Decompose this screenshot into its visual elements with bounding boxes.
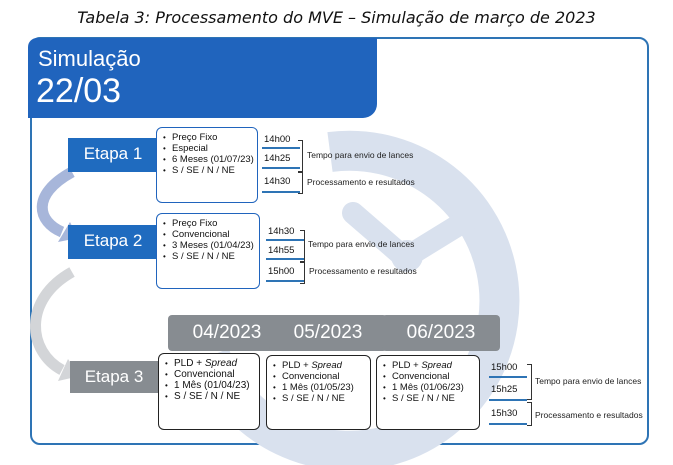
processing-label: Processamento e resultados xyxy=(535,410,643,420)
table-caption: Tabela 3: Processamento do MVE – Simulaç… xyxy=(77,8,596,27)
brace xyxy=(527,364,532,400)
month-06-details: PLD + Spread Convencional 1 Mês (01/06/2… xyxy=(376,355,480,430)
brace xyxy=(298,172,303,194)
bid-time-label: Tempo para envio de lances xyxy=(307,150,414,160)
month-05-item: Convencional xyxy=(273,371,370,382)
time-underline xyxy=(489,376,527,378)
time-underline xyxy=(266,280,304,282)
stage-1-time-result: 14h30 xyxy=(264,176,291,187)
flow-arrow-1-2 xyxy=(36,167,75,238)
bid-time-label: Tempo para envio de lances xyxy=(535,376,642,386)
bid-time-label: Tempo para envio de lances xyxy=(308,239,415,249)
month-04-item: PLD + Spread xyxy=(165,358,259,369)
time-underline xyxy=(489,423,527,425)
stage-2-item: Convencional xyxy=(163,229,259,240)
month-06-item: S / SE / N / NE xyxy=(383,393,479,404)
stage-2-label: Etapa 2 xyxy=(68,225,158,259)
stage-2-details: Preço Fixo Convencional 3 Meses (01/04/2… xyxy=(156,213,260,289)
stage-3-label: Etapa 3 xyxy=(70,361,158,393)
stage-2-time-result: 15h00 xyxy=(268,266,295,277)
simulation-title: Simulação xyxy=(38,46,141,71)
brace xyxy=(300,262,305,284)
stage-1-time-start: 14h00 xyxy=(264,134,291,145)
month-04-item: S / SE / N / NE xyxy=(165,391,259,402)
brace xyxy=(300,230,305,262)
stage-2-item: S / SE / N / NE xyxy=(163,251,259,262)
time-underline xyxy=(266,258,304,260)
stage-1-details: Preço Fixo Especial 6 Meses (01/07/23) S… xyxy=(156,127,258,203)
spread-word: Spread xyxy=(311,360,342,371)
time-underline xyxy=(262,167,300,169)
time-underline xyxy=(262,191,300,193)
stage-1-item: S / SE / N / NE xyxy=(163,165,257,176)
brace xyxy=(527,402,532,426)
month-04-details: PLD + Spread Convencional 1 Mês (01/04/2… xyxy=(158,353,260,430)
stage-3-time-result: 15h30 xyxy=(491,408,518,419)
brace xyxy=(298,140,303,172)
month-header-06: 06/2023 xyxy=(382,315,500,351)
month-06-item: 1 Mês (01/06/23) xyxy=(383,382,479,393)
month-05-item: 1 Mês (01/05/23) xyxy=(273,382,370,393)
time-underline xyxy=(489,399,527,401)
stage-2-item: 3 Meses (01/04/23) xyxy=(163,240,259,251)
month-header-05: 05/2023 xyxy=(269,315,387,351)
stage-2-time-start: 14h30 xyxy=(268,226,295,237)
stage-2-time-bid-end: 14h55 xyxy=(268,245,295,256)
stage-1-label: Etapa 1 xyxy=(68,138,158,172)
stage-1-time-bid-end: 14h25 xyxy=(264,153,291,164)
spread-word: Spread xyxy=(421,360,452,371)
simulation-date: 22/03 xyxy=(36,72,122,110)
month-04-item: Convencional xyxy=(165,369,259,380)
simulation-header: Simulação 22/03 xyxy=(28,38,377,118)
processing-label: Processamento e resultados xyxy=(307,177,415,187)
month-05-item: S / SE / N / NE xyxy=(273,393,370,404)
month-header-04: 04/2023 xyxy=(168,315,286,351)
stage-2-item: Preço Fixo xyxy=(163,218,259,229)
stage-1-item: Especial xyxy=(163,143,257,154)
month-05-details: PLD + Spread Convencional 1 Mês (01/05/2… xyxy=(266,355,371,430)
time-underline xyxy=(262,147,300,149)
stage-1-item: 6 Meses (01/07/23) xyxy=(163,154,257,165)
processing-label: Processamento e resultados xyxy=(309,266,417,276)
flow-arrow-2-3 xyxy=(30,267,75,375)
month-06-item: Convencional xyxy=(383,371,479,382)
month-04-item: 1 Mês (01/04/23) xyxy=(165,380,259,391)
month-05-item: PLD + Spread xyxy=(273,360,370,371)
time-underline xyxy=(266,239,304,241)
stage-3-time-bid-end: 15h25 xyxy=(491,384,518,395)
month-06-item: PLD + Spread xyxy=(383,360,479,371)
spread-word: Spread xyxy=(204,358,238,369)
stage-3-time-start: 15h00 xyxy=(491,362,518,373)
stage-1-item: Preço Fixo xyxy=(163,132,257,143)
